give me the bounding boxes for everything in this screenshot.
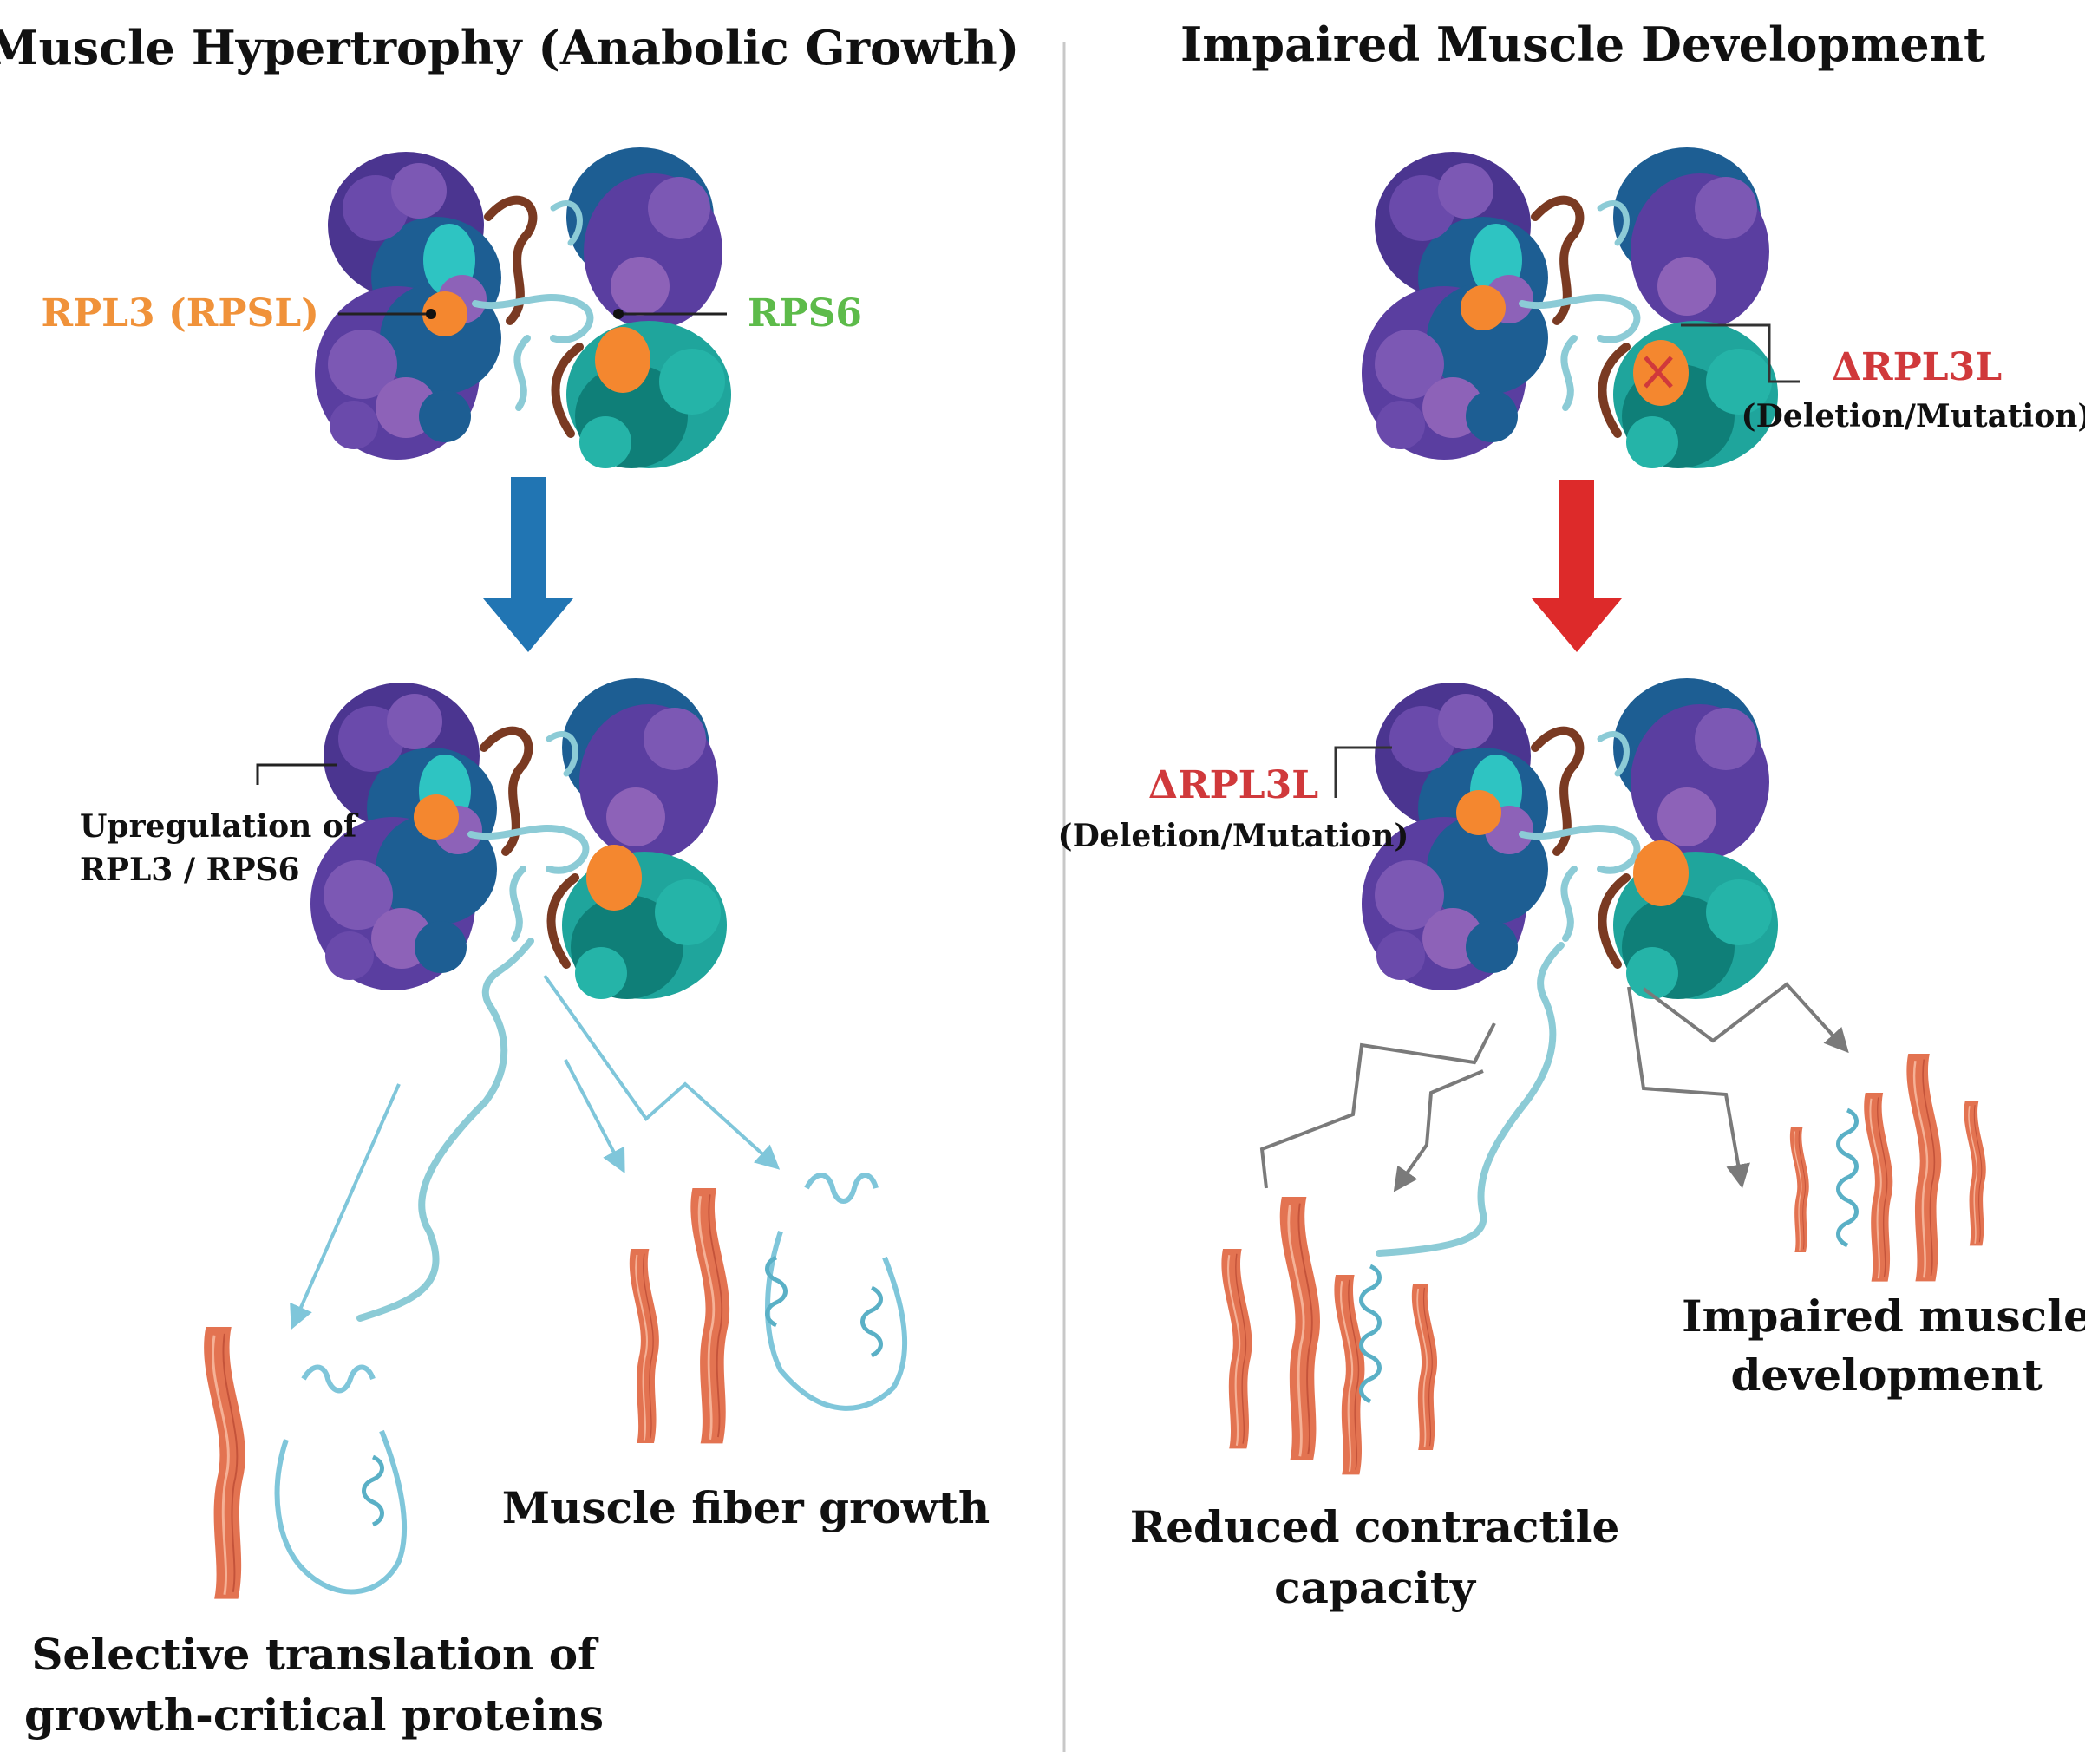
deletion-label-top: ΔRPL3L <box>1832 345 2002 389</box>
deletion-sub-top: (Deletion/Mutation) <box>1742 398 2085 434</box>
pathway-arrow-impaired-1 <box>1627 986 1750 1189</box>
mrna-strand-right <box>1376 942 1565 1257</box>
red-down-arrow <box>1532 480 1622 652</box>
label-rpl3: RPL3 (RPSL) <box>41 291 319 336</box>
deletion-sub-mid: (Deletion/Mutation) <box>1058 818 1409 854</box>
label-impaired-line2: development <box>1730 1349 2042 1401</box>
ribosome-left-middle <box>310 678 727 999</box>
upregulation-line1: Upregulation of <box>80 808 359 845</box>
muscle-fibers-reduced <box>1220 1195 1438 1476</box>
deletion-leader-mid <box>1334 746 1392 798</box>
pathway-arrow-reduced <box>1259 1022 1496 1189</box>
pathway-arrow-reduced-tip <box>1393 1069 1484 1192</box>
ribosome-right-middle <box>1362 678 1778 999</box>
blue-down-arrow <box>483 477 573 652</box>
muscle-fiber-selective <box>202 1325 408 1601</box>
upregulation-line2: RPL3 / RPS6 <box>80 852 300 888</box>
left-panel-title: Muscle Hypertrophy (Anabolic Growth) <box>0 20 1019 75</box>
pathway-arrow-impaired-2 <box>1642 982 1849 1054</box>
label-selective-line1: Selective translation of <box>31 1629 599 1680</box>
label-reduced-line2: capacity <box>1274 1562 1477 1613</box>
muscle-fibers-growth <box>628 1173 908 1445</box>
label-impaired-line1: Impaired muscle <box>1682 1290 2085 1342</box>
mrna-strand-left <box>356 938 534 1322</box>
label-selective-line2: growth-critical proteins <box>24 1689 604 1741</box>
pathway-arrow-fiber-1 <box>564 1059 625 1173</box>
pathway-arrow-selective <box>290 1083 401 1330</box>
deletion-leader-top <box>1681 323 1800 383</box>
pathway-arrow-fiber-2 <box>543 974 781 1170</box>
right-panel-title: Impaired Muscle Development <box>1180 16 1985 72</box>
label-rps6: RPS6 <box>748 291 862 336</box>
label-reduced-line1: Reduced contractile <box>1130 1501 1620 1552</box>
muscle-fibers-impaired <box>1789 1052 1987 1283</box>
label-fiber-growth: Muscle fiber growth <box>502 1482 990 1533</box>
ribosome-right-top <box>1362 147 1778 468</box>
ribosome-left-top <box>315 147 731 468</box>
deletion-label-mid: ΔRPL3L <box>1148 763 1318 807</box>
